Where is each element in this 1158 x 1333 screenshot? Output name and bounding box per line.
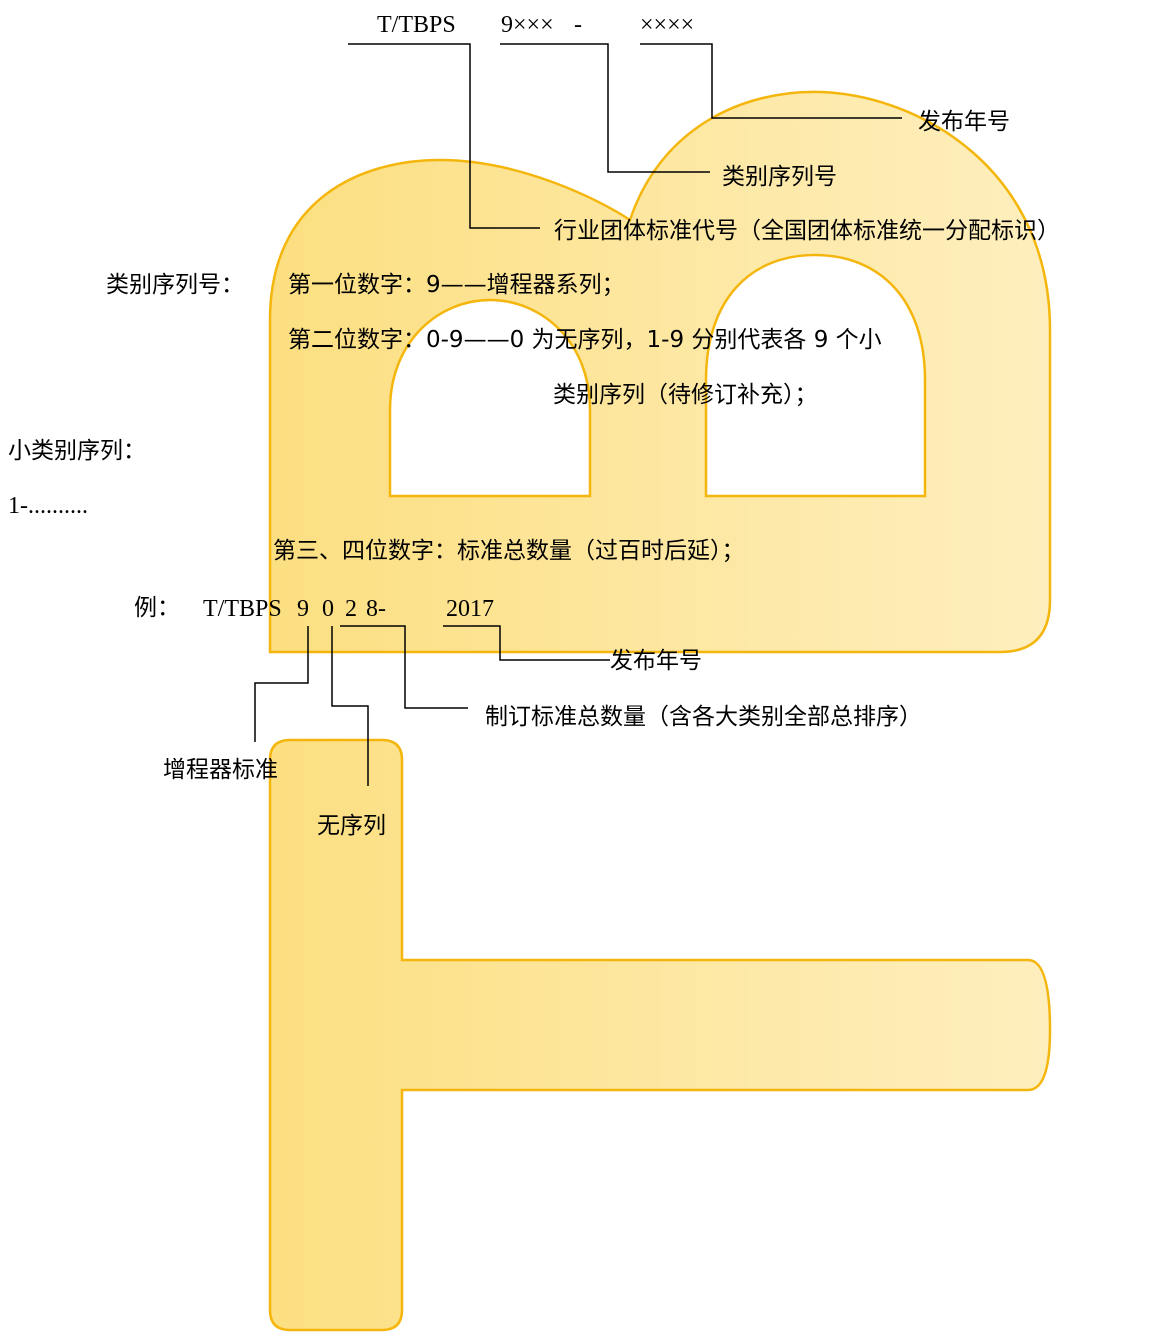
leader-line-example-range-extender	[254, 626, 309, 742]
code-dash: -	[574, 12, 582, 38]
second-digit-rule-line2: 类别序列（待修订补充）；	[553, 382, 818, 408]
example-digit-1: 9	[297, 596, 309, 622]
code-year: ××××	[640, 12, 695, 38]
leader-line-category	[500, 43, 710, 173]
code-prefix: T/TBPS	[377, 12, 456, 38]
leader-line-example-total	[340, 625, 468, 709]
third-fourth-digit-rule: 第三、四位数字：标准总数量（过百时后延）；	[273, 538, 745, 564]
leader-line-year	[640, 43, 902, 119]
example-label: 例：	[134, 595, 180, 621]
example-prefix: T/TBPS	[203, 596, 282, 622]
example-label-range-extender: 增程器标准	[163, 757, 278, 783]
category-rules-label: 类别序列号：	[106, 272, 244, 298]
label-year: 发布年号	[918, 109, 1010, 135]
first-digit-rule: 第一位数字：9——增程器系列；	[288, 272, 625, 298]
label-prefix: 行业团体标准代号（全国团体标准统一分配标识）	[554, 218, 1060, 244]
watermark-upper-shape	[268, 90, 1052, 654]
leader-line-example-year	[443, 625, 610, 661]
example-label-total: 制订标准总数量（含各大类别全部总排序）	[485, 704, 922, 730]
watermark-lower-shape	[268, 738, 1052, 1332]
example-label-year: 发布年号	[610, 648, 702, 674]
subcategory-item: 1-..........	[8, 493, 88, 519]
example-digit-3: 2	[345, 596, 357, 622]
example-digit-2: 0	[322, 596, 334, 622]
second-digit-rule-line1: 第二位数字：0-9——0 为无序列，1-9 分别代表各 9 个小	[288, 327, 882, 353]
leader-line-prefix	[348, 43, 540, 229]
example-label-no-sequence: 无序列	[317, 813, 386, 839]
label-category: 类别序列号	[722, 164, 837, 190]
example-digit-4: 8-	[366, 596, 386, 622]
example-year: 2017	[446, 596, 494, 622]
code-category: 9×××	[501, 12, 554, 38]
leader-line-example-no-sequence	[331, 626, 369, 786]
subcategory-label: 小类别序列：	[8, 438, 146, 464]
